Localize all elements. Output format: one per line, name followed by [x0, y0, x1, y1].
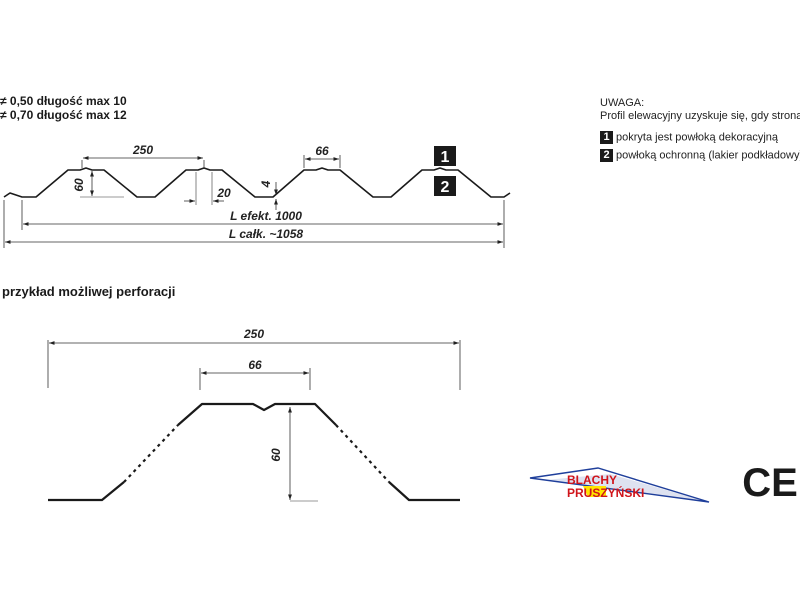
dim-top-label: 66: [315, 144, 329, 158]
note-title: UWAGA:: [600, 97, 645, 109]
dim-bottom-label: 20: [216, 186, 231, 200]
svg-text:PRUSZYŃSKI: PRUSZYŃSKI: [567, 485, 644, 500]
blachy-pruszynski-logo: BLACHY PRUSZYŃSKI: [529, 467, 710, 503]
dim-total-label: L całk. ~1058: [229, 227, 304, 241]
side-1-badge: 1: [434, 146, 456, 166]
perf-dim-height-label: 60: [269, 448, 283, 462]
perf-dim-top-label: 66: [248, 358, 262, 372]
number-badge: 2: [600, 149, 613, 162]
profile-line: [3, 167, 511, 198]
dim-effective-label: L efekt. 1000: [230, 209, 302, 223]
spec-line-1: ≠ 0,50 długość max 10: [0, 94, 127, 108]
svg-text:2: 2: [441, 179, 450, 196]
spec-line-2: ≠ 0,70 długość max 12: [0, 108, 127, 122]
perforation-title: przykład możliwej perforacji: [2, 284, 176, 299]
dim-pitch-label: 250: [132, 143, 153, 157]
perforation-profile-solid: [48, 402, 460, 502]
ce-mark: CE: [742, 461, 798, 505]
note-item-label: pokryta jest powłoką dekoracyjną: [616, 131, 779, 144]
svg-text:BLACHY: BLACHY: [567, 473, 617, 487]
note-text: Profil elewacyjny uzyskuje się, gdy stro…: [600, 110, 800, 122]
perf-dim-pitch-label: 250: [243, 327, 264, 341]
number-badge: 1: [600, 131, 613, 144]
note-item-label: powłoką ochronną (lakier podkładowy): [616, 149, 800, 162]
perforation-profile-dotted: [123, 424, 390, 483]
side-2-badge: 2: [434, 176, 456, 196]
dim-height-label: 60: [72, 178, 86, 192]
dim-groove-label: 4: [259, 180, 273, 188]
svg-text:1: 1: [441, 149, 450, 166]
